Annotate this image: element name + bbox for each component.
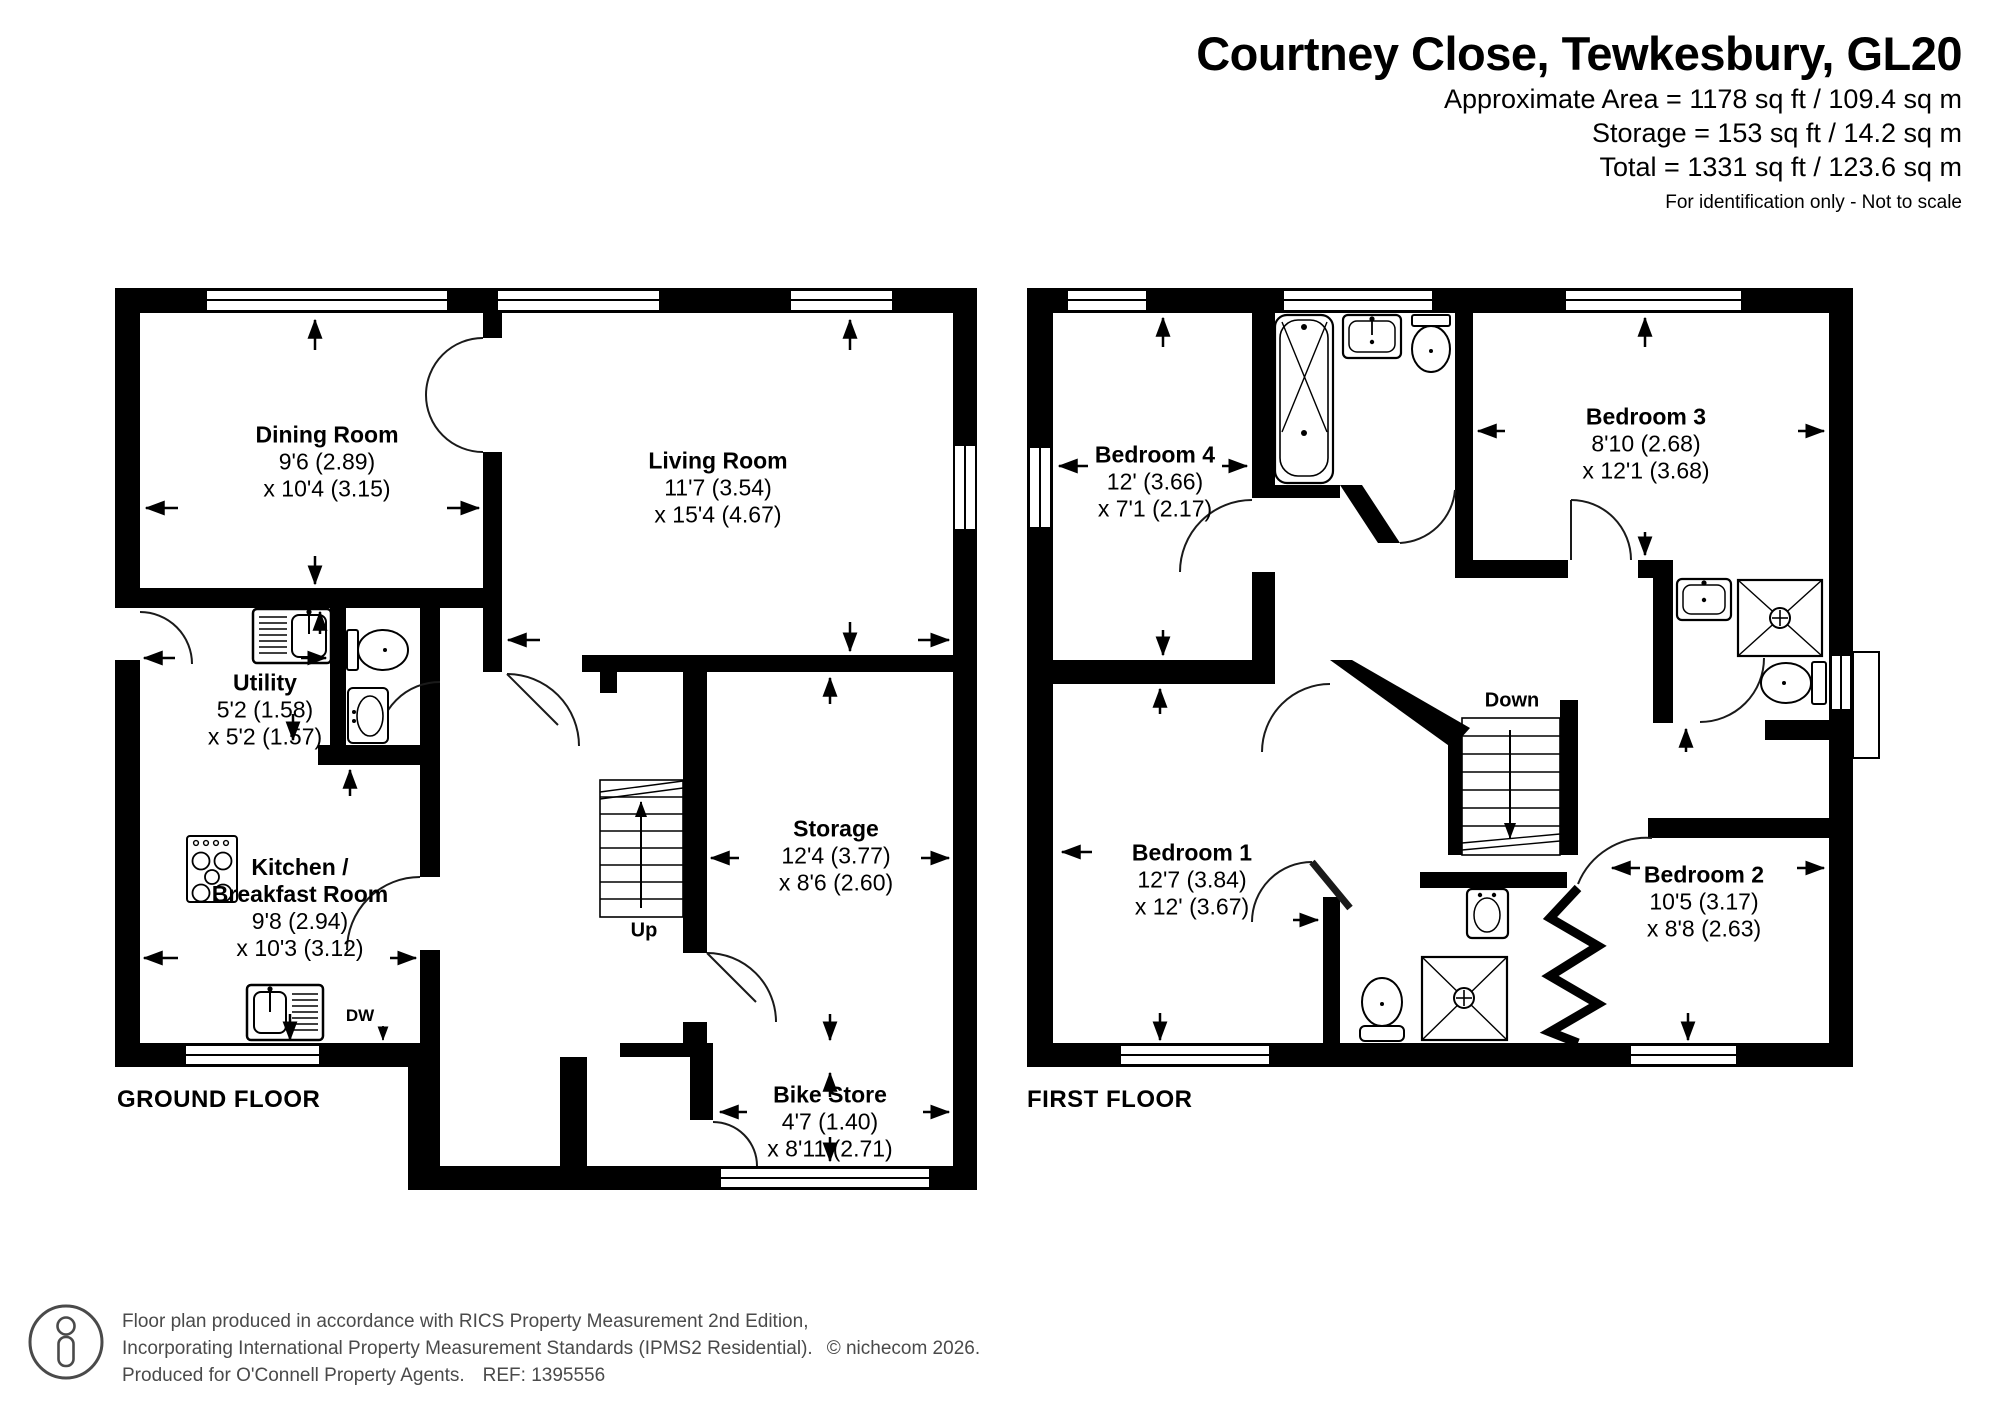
door-arc <box>1251 861 1313 923</box>
door-arc <box>425 394 484 453</box>
toilet-icon <box>1411 314 1451 373</box>
room-label-bedroom-4: Bedroom 4 12' (3.66) x 7'1 (2.17) <box>1094 441 1216 522</box>
footer-line-3: Produced for O'Connell Property Agents.R… <box>122 1365 606 1386</box>
room-label-dining-room: Dining Room 9'6 (2.89) x 10'4 (3.15) <box>255 421 399 502</box>
window <box>1028 446 1052 529</box>
door-leaf <box>706 952 757 1003</box>
window <box>1119 1044 1271 1066</box>
hob-icon <box>186 835 238 903</box>
window <box>953 444 977 531</box>
window <box>184 1044 321 1066</box>
window <box>1830 654 1852 711</box>
ground-floor-label: GROUND FLOOR <box>117 1086 321 1113</box>
chimney-box <box>1852 651 1880 759</box>
total-area: Total = 1331 sq ft / 123.6 sq m <box>1599 152 1962 183</box>
toilet-icon <box>346 629 409 671</box>
windows <box>184 289 977 1189</box>
kitchen-sink-icon <box>245 983 325 1042</box>
door-arc <box>425 337 484 396</box>
shower-icon <box>1420 955 1509 1042</box>
first-floor-label: FIRST FLOOR <box>1027 1086 1193 1113</box>
window <box>1564 289 1743 312</box>
window <box>205 289 449 312</box>
wardrobe-zigzag <box>1539 884 1607 1048</box>
copyright: © nichecom 2026. <box>826 1338 981 1359</box>
stairs-down-label: Down <box>1484 689 1540 712</box>
window <box>1282 289 1434 312</box>
approximate-area: Approximate Area = 1178 sq ft / 109.4 sq… <box>1443 84 1962 115</box>
window <box>789 289 894 312</box>
room-label-utility: Utility 5'2 (1.58) x 5'2 (1.57) <box>207 669 323 750</box>
door-leaf <box>506 673 559 726</box>
footer-disclaimer: Floor plan produced in accordance with R… <box>122 1308 980 1389</box>
windows <box>1028 289 1880 1066</box>
first-floor-plan <box>1027 288 1880 1067</box>
door-swing-arcs <box>139 337 777 1167</box>
stairs-up-label: Up <box>630 919 658 942</box>
room-label-bike-store: Bike Store 4'7 (1.40) x 8'11 (2.71) <box>767 1081 893 1162</box>
bath-icon <box>1273 313 1335 485</box>
window <box>496 289 661 312</box>
toilet-icon <box>1760 661 1827 705</box>
door-arc <box>139 611 193 665</box>
dimension-arrows <box>142 318 951 1163</box>
basin-icon <box>1465 887 1510 940</box>
basin-icon <box>1341 313 1403 360</box>
door-arc <box>706 952 777 1023</box>
door-arc <box>346 876 421 951</box>
door-arc <box>1699 657 1765 723</box>
door-swing-arcs <box>1179 489 1765 923</box>
person-scale-icon <box>28 1304 104 1380</box>
door-arc <box>1577 836 1653 885</box>
toilet-icon <box>1359 977 1405 1042</box>
room-label-kitchen-breakfast-room: Kitchen / Breakfast Room 9'8 (2.94) x 10… <box>211 854 389 961</box>
room-label-living-room: Living Room 11'7 (3.54) x 15'4 (4.67) <box>648 447 788 528</box>
room-label-bedroom-3: Bedroom 3 8'10 (2.68) x 12'1 (3.68) <box>1582 403 1710 484</box>
dishwasher-label: DW <box>345 1006 375 1025</box>
identification-note: For identification only - Not to scale <box>1665 192 1962 214</box>
window <box>1066 289 1148 312</box>
door-arc <box>712 1121 758 1167</box>
stairs-down-icon <box>1461 717 1561 856</box>
basin-icon <box>1675 577 1733 622</box>
window <box>1629 1044 1738 1066</box>
header: Courtney Close, Tewkesbury, GL20 Approxi… <box>1196 26 1962 214</box>
shower-icon <box>1736 578 1824 658</box>
room-label-storage: Storage 12'4 (3.77) x 8'6 (2.60) <box>778 815 894 896</box>
door-arc <box>1179 499 1253 573</box>
dimension-arrows <box>1057 316 1826 1042</box>
basin-icon <box>347 687 389 744</box>
walls <box>1027 288 1853 1067</box>
walls <box>115 288 977 1190</box>
footer-line-2: Incorporating International Property Mea… <box>122 1338 981 1359</box>
door-arc <box>1399 489 1456 544</box>
door-arc <box>1261 683 1331 753</box>
ground-floor-plan <box>115 288 977 1190</box>
stairs-up-icon <box>599 779 684 918</box>
room-label-bedroom-2: Bedroom 2 10'5 (3.17) x 8'8 (2.63) <box>1643 861 1765 942</box>
footer-line-1: Floor plan produced in accordance with R… <box>122 1311 809 1332</box>
reference-number: REF: 1395556 <box>482 1365 606 1386</box>
door-leaf <box>1309 859 1353 911</box>
room-label-bedroom-1: Bedroom 1 12'7 (3.84) x 12' (3.67) <box>1131 839 1253 920</box>
door-arc <box>506 673 580 747</box>
page-title: Courtney Close, Tewkesbury, GL20 <box>1196 27 1962 80</box>
storage-area: Storage = 153 sq ft / 14.2 sq m <box>1592 118 1962 149</box>
window <box>719 1167 931 1189</box>
door-arc <box>1570 499 1632 561</box>
